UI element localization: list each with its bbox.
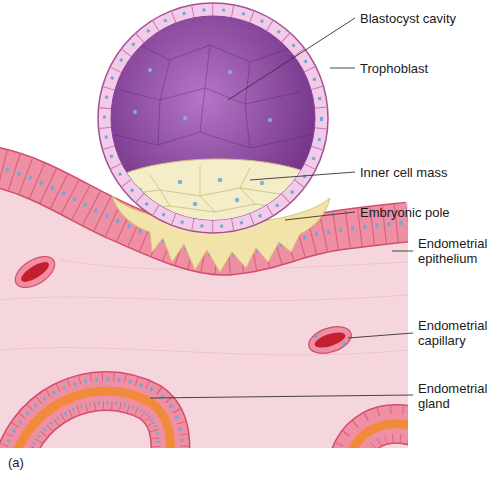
- icm-cells: [120, 166, 310, 212]
- gland-nuclei: [10, 391, 170, 480]
- nucleus: [193, 202, 198, 207]
- capillary-lumen: [18, 258, 51, 285]
- nucleus: [178, 180, 183, 185]
- nucleus: [296, 193, 301, 198]
- nucleus: [228, 70, 232, 74]
- fiber: [0, 348, 408, 355]
- capillary-lumen: [313, 329, 347, 350]
- nucleus: [218, 178, 223, 183]
- fiber: [0, 295, 408, 301]
- capillary-wall: [305, 322, 354, 358]
- cell-outline: [115, 132, 310, 148]
- panel-letter: (a): [8, 455, 24, 470]
- leader-line: [150, 395, 413, 398]
- part-label: Trophoblast: [360, 61, 428, 76]
- nucleus: [260, 181, 265, 186]
- gland-lumen: [10, 391, 170, 480]
- cell-outline: [120, 88, 300, 104]
- cell-outline: [200, 166, 215, 212]
- gland-wall: [345, 424, 430, 480]
- cell-outline: [130, 204, 300, 212]
- cell-outline: [130, 40, 290, 62]
- leader-line: [348, 333, 413, 338]
- part-label: Endometrial capillary: [418, 318, 500, 348]
- part-label: Endometrial epithelium: [418, 236, 500, 266]
- leader-line: [330, 68, 355, 69]
- part-label: Inner cell mass: [360, 165, 447, 180]
- gland-wall: [345, 424, 430, 480]
- cell-outline: [245, 62, 250, 148]
- inner-cell-mass: [95, 159, 335, 240]
- nucleus: [342, 342, 347, 347]
- capillary-wall: [10, 250, 60, 294]
- nucleus: [183, 116, 187, 120]
- nucleus: [235, 198, 240, 203]
- part-label: Endometrial gland: [418, 381, 500, 411]
- gland-lumen: [345, 424, 430, 480]
- leader-line: [285, 212, 355, 220]
- leader-line: [250, 172, 355, 180]
- icm-nuclei: [138, 178, 301, 208]
- nucleus: [153, 203, 158, 208]
- cell-outline: [150, 175, 170, 206]
- nucleus: [148, 68, 152, 72]
- part-label: Blastocyst cavity: [360, 11, 456, 26]
- gland-wall: [10, 391, 170, 480]
- leader-line: [228, 18, 355, 100]
- cavity-nuclei: [133, 68, 272, 122]
- leader-line: [392, 251, 413, 252]
- nucleus: [268, 118, 272, 122]
- stroma-fibers: [0, 250, 430, 480]
- nucleus: [314, 334, 319, 339]
- cell-outline: [240, 168, 255, 204]
- cell-outline: [158, 60, 170, 145]
- gland-wall: [345, 424, 430, 480]
- nucleus: [138, 188, 143, 193]
- cell-outline: [200, 45, 210, 132]
- gland-wall: [10, 391, 170, 480]
- capillary: [10, 250, 60, 294]
- cavity-texture: [115, 40, 310, 148]
- nucleus: [276, 202, 281, 207]
- cell-outline: [120, 188, 310, 196]
- capillary: [305, 322, 354, 358]
- part-label: Embryonic pole: [360, 205, 450, 220]
- gland-wall: [10, 391, 170, 480]
- gland-cells: [345, 424, 430, 480]
- nucleus: [133, 110, 137, 114]
- gland-cells: [10, 391, 170, 480]
